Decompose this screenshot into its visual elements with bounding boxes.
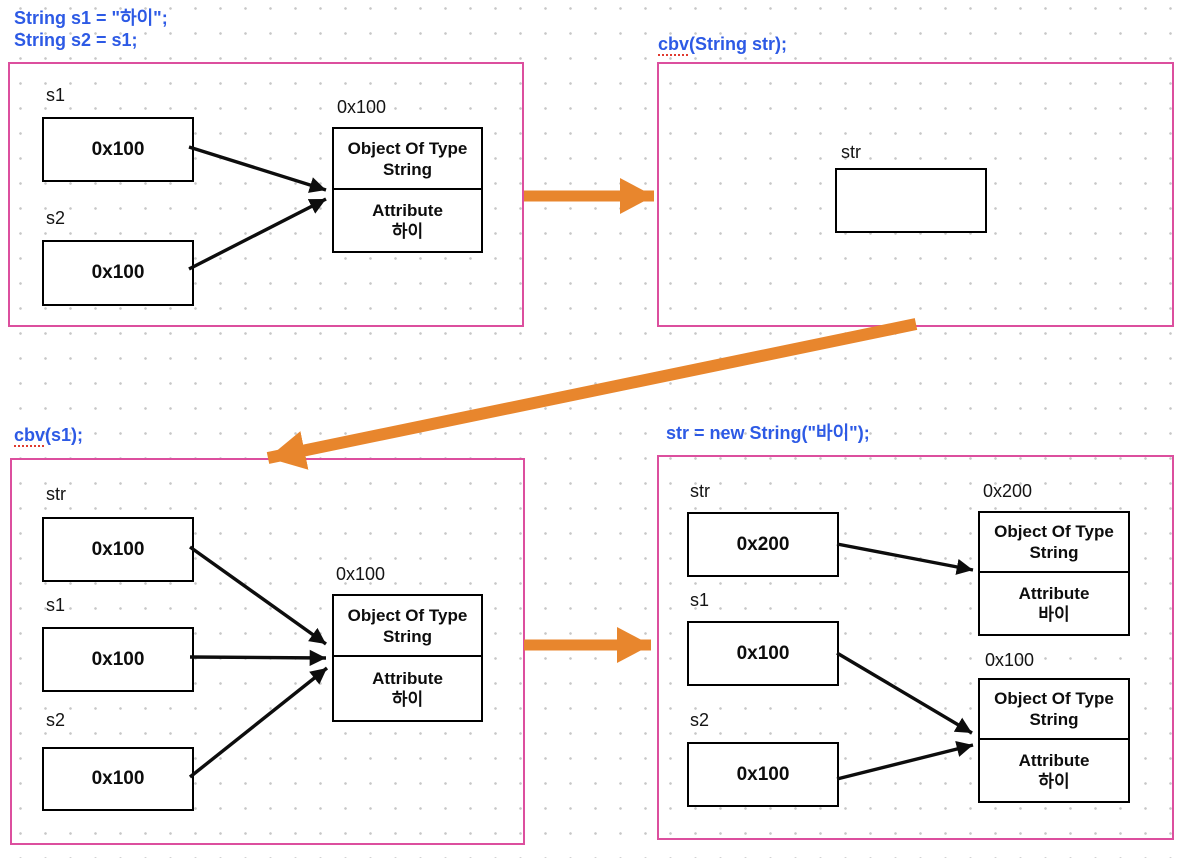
object-type-cell: Object Of Type String [334,129,481,190]
var-box-str-empty [835,168,987,233]
cbv-function-name: cbv [14,425,46,445]
var-box-str: 0x100 [42,517,194,582]
object-attribute-cell: Attribute 하이 [334,190,481,251]
var-label: str [690,481,710,501]
heap-object-box: Object Of Type String Attribute 하이 [332,127,483,253]
object-attribute-cell: Attribute 바이 [980,573,1128,634]
attribute-value: 하이 [391,221,424,241]
panel-cbv-call: str 0x100 s1 0x100 s2 0x100 0x100 Object… [10,458,525,845]
cbv-call-args: (s1); [45,425,84,445]
attribute-label: Attribute [1018,750,1090,770]
object-attribute-cell: Attribute 하이 [980,740,1128,801]
var-label: s2 [690,710,710,730]
code-caption-cbv-declaration: cbv(String str); [658,33,787,55]
attribute-value: 바이 [1038,604,1070,624]
cbv-function-name: cbv [658,34,690,54]
panel-new-string: str 0x200 s1 0x100 s2 0x100 0x200 Object… [657,455,1174,840]
var-box-str: 0x200 [687,512,839,577]
heap-address-label: 0x200 [983,481,1033,501]
attribute-label: Attribute [1018,583,1090,603]
heap-address-label: 0x100 [336,564,386,584]
code-caption-new-string: str = new String("바이"); [666,423,870,443]
heap-object-box-0x100: Object Of Type String Attribute 하이 [978,678,1130,803]
heap-object-box-0x200: Object Of Type String Attribute 바이 [978,511,1130,636]
attribute-value: 하이 [391,689,424,709]
cbv-declaration-args: (String str); [689,34,788,54]
attribute-label: Attribute [372,200,443,220]
attribute-value: 하이 [1038,771,1070,791]
object-type-cell: Object Of Type String [980,513,1128,573]
object-type-cell: Object Of Type String [980,680,1128,740]
code-line-2: String s2 = s1; [14,30,138,50]
var-box-s2: 0x100 [42,240,194,306]
heap-address-label: 0x100 [337,97,387,117]
var-label: str [46,484,66,504]
var-box-s2: 0x100 [687,742,839,807]
var-label: s1 [46,595,66,615]
var-label: s2 [46,208,66,228]
var-label: s2 [46,710,66,730]
var-label: s1 [46,85,66,105]
heap-address-label: 0x100 [985,650,1035,670]
heap-object-box: Object Of Type String Attribute 하이 [332,594,483,722]
var-box-s1: 0x100 [42,117,194,182]
var-label: str [841,142,861,162]
var-box-s1: 0x100 [42,627,194,692]
var-box-s1: 0x100 [687,621,839,686]
attribute-label: Attribute [372,668,443,688]
object-type-cell: Object Of Type String [334,596,481,657]
code-line-1: String s1 = "하이"; [14,8,168,28]
object-attribute-cell: Attribute 하이 [334,657,481,720]
code-caption-cbv-call: cbv(s1); [14,424,83,446]
var-label: s1 [690,590,710,610]
panel-cbv-declaration: str [657,62,1174,327]
code-caption-assign: String s1 = "하이";String s2 = s1; [14,7,168,51]
panel-stack-assignment: s1 0x100 s2 0x100 0x100 Object Of Type S… [8,62,524,327]
var-box-s2: 0x100 [42,747,194,811]
